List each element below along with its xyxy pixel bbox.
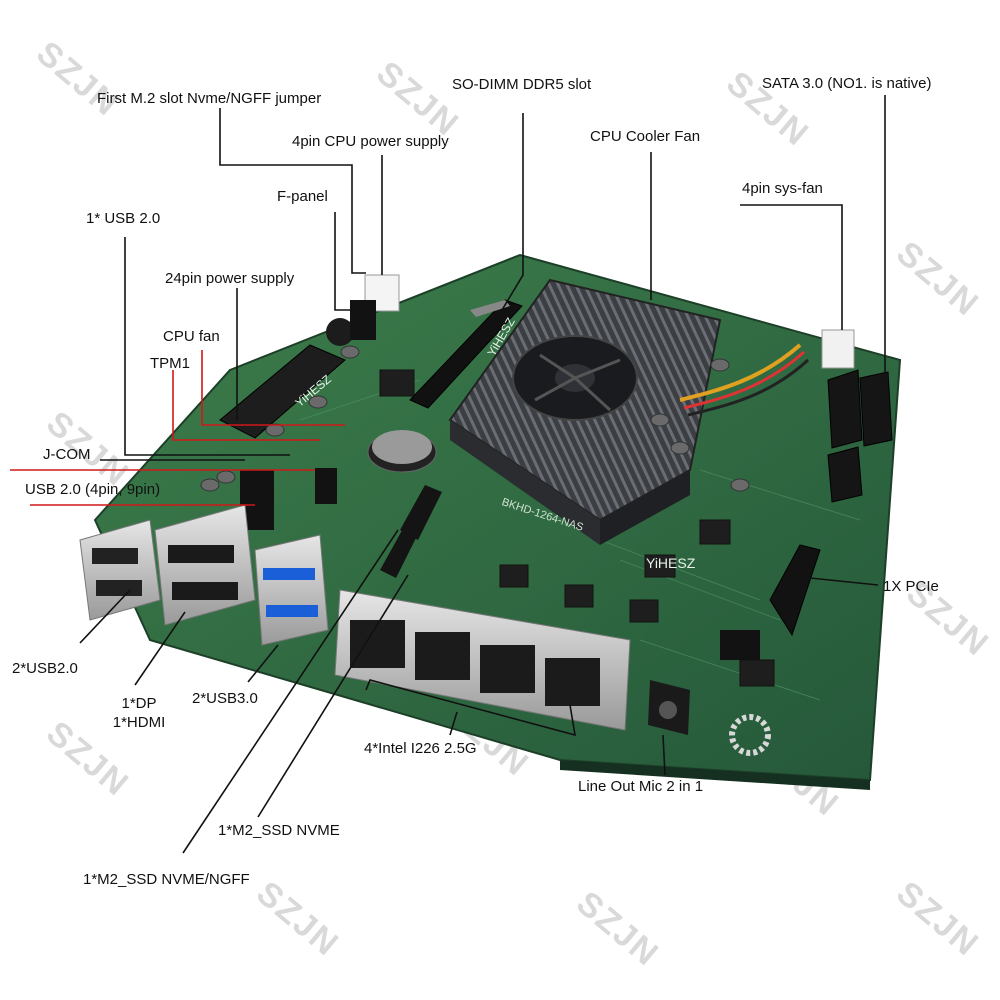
label-cpu-fan: CPU fan xyxy=(163,328,220,345)
label-dp: 1*DP xyxy=(121,695,157,712)
label-jcom: J-COM xyxy=(43,446,91,463)
label-pcie: 1X PCIe xyxy=(883,578,939,595)
label-sata: SATA 3.0 (NO1. is native) xyxy=(762,75,932,92)
hdmi-dp-ports xyxy=(154,504,256,626)
pcie-slot xyxy=(769,544,821,637)
jcom-header xyxy=(315,468,337,504)
rj45-lan-ports xyxy=(334,589,631,731)
label-sys-fan: 4pin sys-fan xyxy=(742,180,823,197)
m2-slot xyxy=(400,485,442,540)
label-cooler-fan: CPU Cooler Fan xyxy=(590,128,701,145)
label-lan: 4*Intel I226 2.5G xyxy=(364,740,477,757)
label-cpu-power: 4pin CPU power supply xyxy=(292,133,449,150)
label-usb2x: 2*USB2.0 xyxy=(12,660,78,677)
label-m2-nvme: 1*M2_SSD NVME xyxy=(218,822,340,839)
usb3-ports xyxy=(254,534,329,646)
label-so-dimm: SO-DIMM DDR5 slot xyxy=(452,76,592,93)
label-usb20-header: USB 2.0 (4pin, 9pin) xyxy=(25,481,161,498)
label-f-panel: F-panel xyxy=(277,188,328,205)
label-tpm: TPM1 xyxy=(150,355,191,372)
m2-slot xyxy=(380,525,420,578)
label-m2-ngff: 1*M2_SSD NVME/NGFF xyxy=(83,871,250,888)
sys-fan-connector xyxy=(821,329,855,369)
sata-ports xyxy=(827,369,893,503)
atx-24pin-connector xyxy=(219,344,346,439)
board-brand: YiHESZ xyxy=(646,555,696,571)
label-audio: Line Out Mic 2 in 1 xyxy=(578,778,704,795)
label-usb3x: 2*USB3.0 xyxy=(192,690,258,707)
label-atx24: 24pin power supply xyxy=(165,270,295,287)
label-m2-jumper: First M.2 slot Nvme/NGFF jumper xyxy=(97,90,322,107)
cpu-heatsink xyxy=(448,278,722,545)
label-usb20-single: 1* USB 2.0 xyxy=(86,210,161,227)
usb2-ports xyxy=(79,519,161,621)
cpu-power-connector xyxy=(364,274,400,312)
label-hdmi: 1*HDMI xyxy=(112,714,166,731)
so-dimm-slot xyxy=(409,299,523,409)
